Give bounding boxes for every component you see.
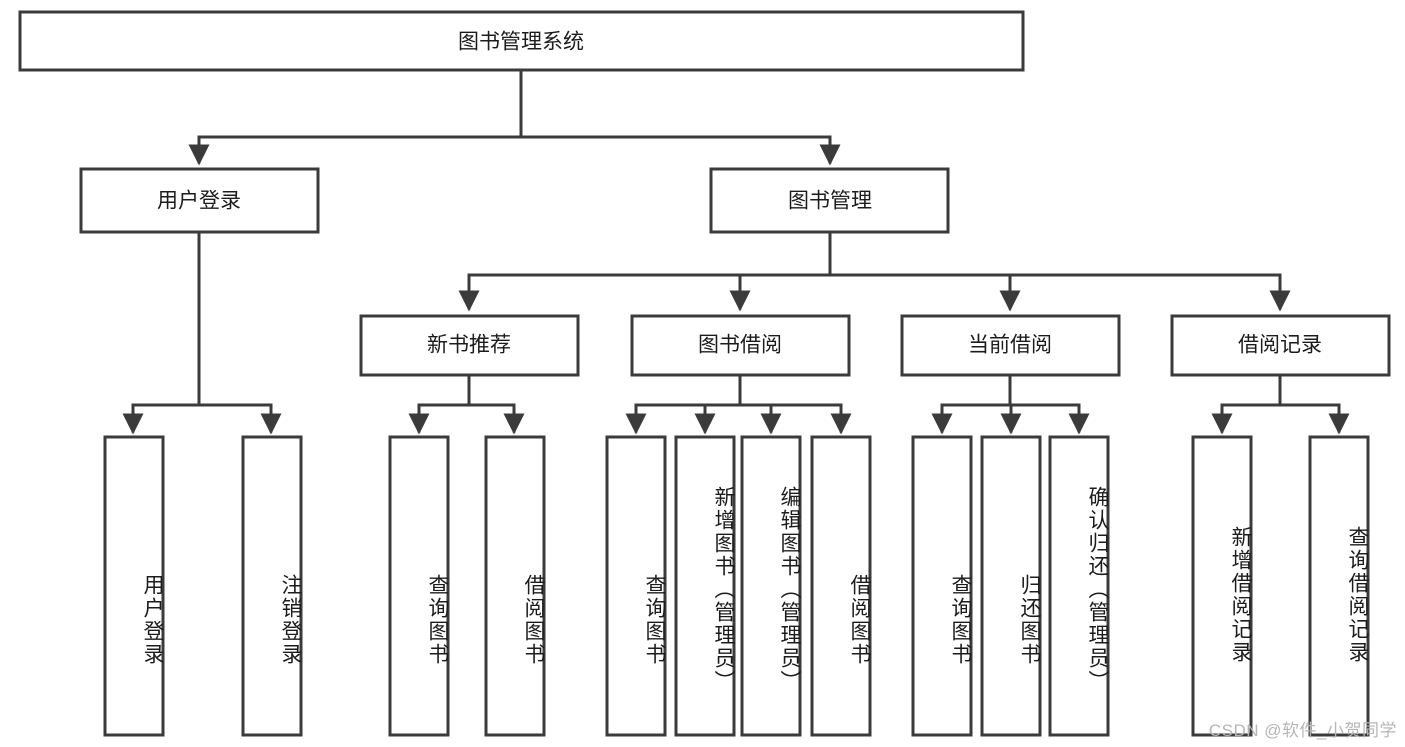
node-root-box[interactable] (18, 10, 1025, 72)
node-root-label: 图书管理系统 (458, 31, 584, 54)
leaf-edit-book-box[interactable] (740, 435, 802, 737)
leaf-query-book-3-box[interactable] (911, 435, 973, 737)
leaf-add-book-box[interactable] (674, 435, 736, 737)
connector-group-book-manage (458, 230, 1291, 312)
leaf-query-record-box[interactable] (1308, 435, 1370, 737)
node-book-manage-box[interactable] (709, 167, 950, 234)
node-book-borrow-label: 图书借阅 (698, 334, 782, 357)
node-borrow-record-box[interactable] (1170, 314, 1391, 377)
node-borrow-record[interactable]: 借阅记录 (1170, 314, 1391, 377)
node-user-login-box[interactable] (79, 167, 320, 234)
node-book-borrow-box[interactable] (630, 314, 851, 377)
csdn-watermark: CSDN @软件_小贺同学 (1208, 721, 1397, 740)
node-new-book-recommend[interactable]: 新书推荐 (359, 314, 580, 377)
connector-group-user-login (122, 230, 282, 435)
leaf-query-book-1-box[interactable] (388, 435, 450, 737)
leaf-add-record-box[interactable] (1191, 435, 1253, 737)
leaf-user-login-box[interactable] (103, 435, 165, 737)
connector-group-current-borrow (931, 373, 1090, 435)
node-user-login-label: 用户登录 (157, 190, 241, 213)
node-book-borrow[interactable]: 图书借阅 (630, 314, 851, 377)
node-new-book-recommend-label: 新书推荐 (427, 334, 511, 357)
connector-group-root (188, 68, 841, 166)
leaf-borrow-book-1-box[interactable] (484, 435, 546, 737)
connector-group-book-borrow (625, 373, 852, 435)
node-borrow-record-label: 借阅记录 (1238, 334, 1322, 357)
connector-group-borrow-record (1211, 373, 1350, 435)
connector-group-new-book-recommend (408, 373, 525, 435)
node-book-manage-label: 图书管理 (788, 190, 872, 213)
leaf-borrow-book-2-box[interactable] (810, 435, 872, 737)
node-current-borrow-box[interactable] (900, 314, 1121, 377)
node-root[interactable]: 图书管理系统 (18, 10, 1025, 72)
node-new-book-recommend-box[interactable] (359, 314, 580, 377)
node-user-login[interactable]: 用户登录 (79, 167, 320, 234)
leaf-return-book-box[interactable] (980, 435, 1042, 737)
node-book-manage[interactable]: 图书管理 (709, 167, 950, 234)
leaf-logout-login-box[interactable] (241, 435, 303, 737)
node-current-borrow-label: 当前借阅 (968, 334, 1052, 357)
leaf-boxes (103, 435, 1370, 737)
leaf-query-book-2-box[interactable] (605, 435, 667, 737)
node-current-borrow[interactable]: 当前借阅 (900, 314, 1121, 377)
leaf-confirm-return-box[interactable] (1048, 435, 1110, 737)
